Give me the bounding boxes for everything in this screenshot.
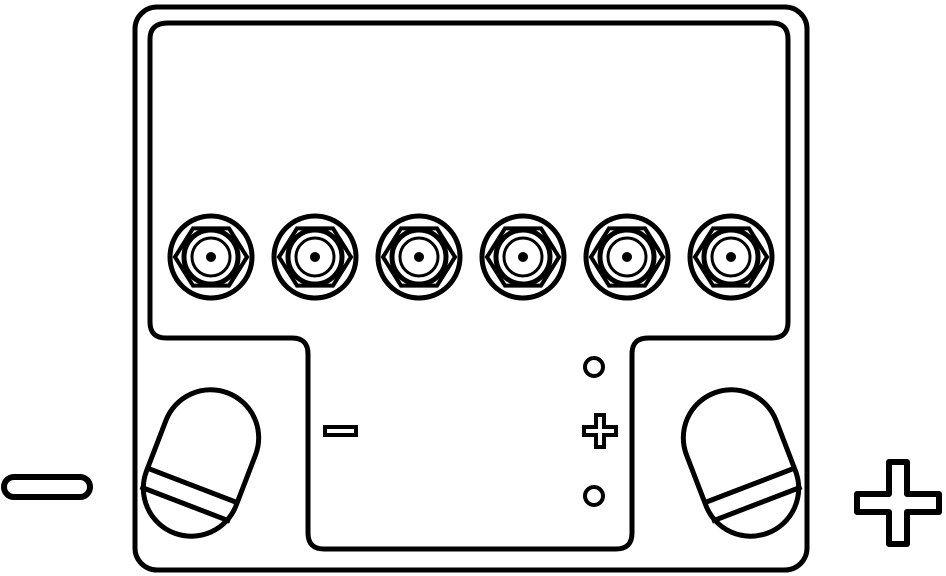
- cap-inner-ring: [190, 236, 232, 278]
- cap-inner-ring: [398, 236, 440, 278]
- cap-hex-nut: [692, 226, 770, 288]
- lid-minus-symbol: [323, 425, 358, 437]
- cap-ring: [597, 227, 657, 287]
- cap-ring: [701, 227, 761, 287]
- negative-terminal: [139, 387, 262, 539]
- cap-outer-ring: [687, 213, 775, 301]
- cell-cap: [583, 213, 671, 301]
- cap-vent-hole: [726, 252, 736, 262]
- cap-vent-hole: [622, 252, 632, 262]
- cap-ring: [181, 227, 241, 287]
- cell-cap: [687, 213, 775, 301]
- cap-inner-ring: [294, 236, 336, 278]
- cap-hex-nut: [484, 226, 562, 288]
- cap-inner-ring: [710, 236, 752, 278]
- lid-vent-dot-bottom: [583, 485, 605, 507]
- cap-hex-nut: [276, 226, 354, 288]
- cell-cap: [271, 213, 359, 301]
- lid-plus-symbol: [582, 413, 618, 449]
- cap-outer-ring: [375, 213, 463, 301]
- cap-inner-ring: [606, 236, 648, 278]
- cap-ring: [493, 227, 553, 287]
- battery-lid-outline: [147, 20, 791, 552]
- cap-ring: [389, 227, 449, 287]
- cap-hex-nut: [380, 226, 458, 288]
- cap-outer-ring: [583, 213, 671, 301]
- cap-ring: [285, 227, 345, 287]
- cap-hex-nut: [172, 226, 250, 288]
- cap-vent-hole: [310, 252, 320, 262]
- positive-symbol: [854, 459, 942, 547]
- cap-vent-hole: [414, 252, 424, 262]
- cap-hex-nut: [588, 226, 666, 288]
- cap-vent-hole: [206, 252, 216, 262]
- lid-vent-dot-top: [583, 356, 605, 378]
- cap-vent-hole: [518, 252, 528, 262]
- cap-inner-ring: [502, 236, 544, 278]
- positive-terminal: [680, 387, 803, 539]
- cell-cap: [375, 213, 463, 301]
- cell-cap: [167, 213, 255, 301]
- battery-case-outline: [132, 4, 810, 573]
- cell-cap: [479, 213, 567, 301]
- negative-symbol: [1, 474, 93, 500]
- cap-outer-ring: [479, 213, 567, 301]
- cell-caps-row: [167, 213, 775, 301]
- cap-outer-ring: [167, 213, 255, 301]
- cap-outer-ring: [271, 213, 359, 301]
